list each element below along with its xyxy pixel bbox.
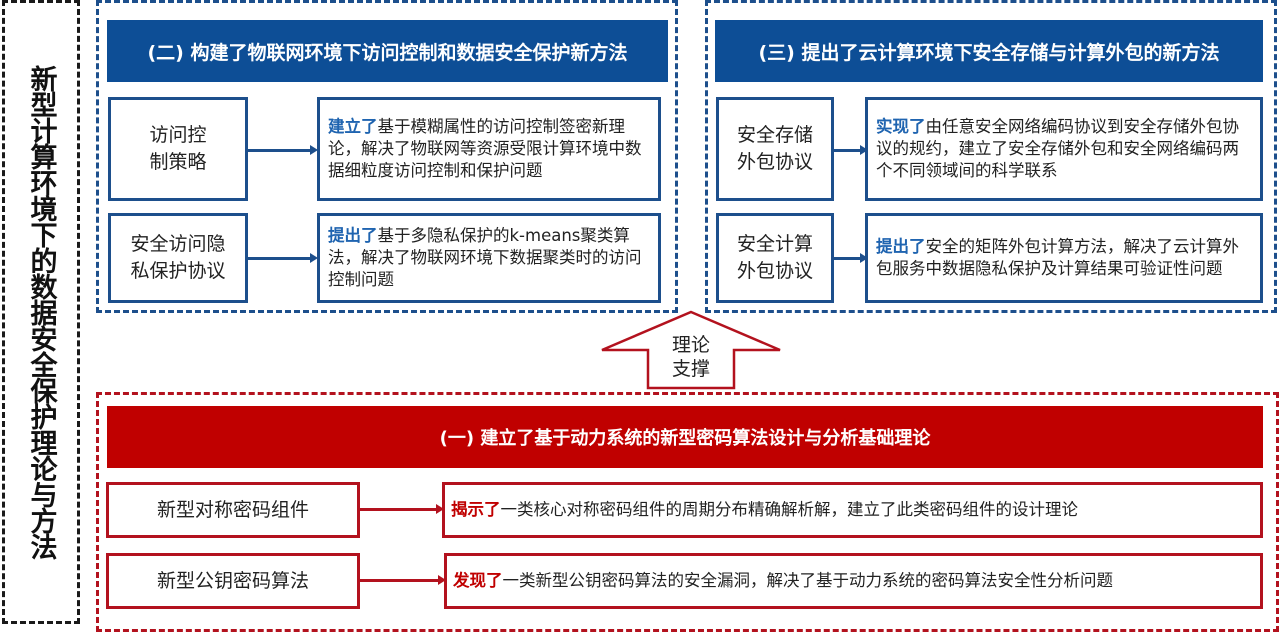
keyword: 实现了 [876, 117, 926, 136]
keyword: 建立了 [328, 117, 378, 136]
label-line: 私保护协议 [130, 260, 226, 282]
theory-support-label: 理论 支撑 [648, 333, 734, 381]
section3-label-compute-outsourcing: 安全计算 外包协议 [716, 213, 834, 303]
section3-frame [705, 0, 1277, 313]
label-line: 安全存储 [736, 124, 813, 146]
section3-title: (三) 提出了云计算环境下安全存储与计算外包的新方法 [715, 20, 1263, 82]
side-title-frame: 新型计算环境下的数据安全保护理论与方法 [2, 0, 80, 624]
support-line2: 支撑 [671, 358, 710, 380]
desc-text: 一类新型公钥密码算法的安全漏洞，解决了基于动力系统的密码算法安全性分析问题 [502, 571, 1114, 590]
desc-text: 一类核心对称密码组件的周期分布精确解析解，建立了此类密码组件的设计理论 [500, 500, 1079, 519]
desc-text: 安全的矩阵外包计算方法，解决了云计算外包服务中数据隐私保护及计算结果可验证性问题 [876, 237, 1239, 278]
label-line: 外包协议 [736, 260, 813, 282]
section2-desc-access-control: 建立了基于模糊属性的访问控制签密新理论，解决了物联网等资源受限计算环境中数据细粒… [317, 97, 661, 201]
label-text: 新型公钥密码算法 [156, 569, 309, 592]
section1-label-symmetric: 新型对称密码组件 [106, 482, 360, 538]
section1-desc-public-key: 发现了一类新型公钥密码算法的安全漏洞，解决了基于动力系统的密码算法安全性分析问题 [444, 553, 1263, 609]
label-text: 新型对称密码组件 [156, 498, 309, 521]
section2-label-access-control: 访问控 制策略 [108, 97, 248, 201]
keyword: 提出了 [328, 226, 378, 245]
section2-label-privacy-protocol: 安全访问隐 私保护协议 [108, 213, 248, 303]
section2-title: (二) 构建了物联网环境下访问控制和数据安全保护新方法 [107, 20, 668, 82]
section1-desc-symmetric: 揭示了一类核心对称密码组件的周期分布精确解析解，建立了此类密码组件的设计理论 [442, 482, 1263, 538]
section1-title: (一) 建立了基于动力系统的新型密码算法设计与分析基础理论 [107, 406, 1263, 468]
keyword: 发现了 [453, 571, 503, 590]
keyword: 揭示了 [451, 500, 501, 519]
section1-label-public-key: 新型公钥密码算法 [106, 553, 360, 609]
section2-desc-privacy-protocol: 提出了基于多隐私保护的k-means聚类算法，解决了物联网环境下数据聚类时的访问… [317, 213, 661, 303]
desc-text: 基于模糊属性的访问控制签密新理论，解决了物联网等资源受限计算环境中数据细粒度访问… [328, 117, 642, 180]
section2-frame [96, 0, 678, 313]
section3-desc-storage-outsourcing: 实现了由任意安全网络编码协议到安全存储外包协议的规约，建立了安全存储外包和安全网… [865, 97, 1263, 201]
support-line1: 理论 [671, 334, 710, 356]
label-line: 安全计算 [736, 233, 813, 255]
section3-label-storage-outsourcing: 安全存储 外包协议 [716, 97, 834, 201]
label-line: 外包协议 [736, 151, 813, 173]
label-line: 制策略 [149, 151, 207, 173]
label-line: 安全访问隐 [130, 233, 226, 255]
desc-text: 基于多隐私保护的k-means聚类算法，解决了物联网环境下数据聚类时的访问控制问… [328, 226, 642, 289]
label-line: 访问控 [149, 124, 207, 146]
keyword: 提出了 [876, 237, 926, 256]
up-arrow-icon [601, 310, 781, 390]
desc-text: 由任意安全网络编码协议到安全存储外包协议的规约，建立了安全存储外包和安全网络编码… [876, 117, 1239, 180]
side-title: 新型计算环境下的数据安全保护理论与方法 [25, 65, 57, 559]
section3-desc-compute-outsourcing: 提出了安全的矩阵外包计算方法，解决了云计算外包服务中数据隐私保护及计算结果可验证… [865, 213, 1263, 303]
